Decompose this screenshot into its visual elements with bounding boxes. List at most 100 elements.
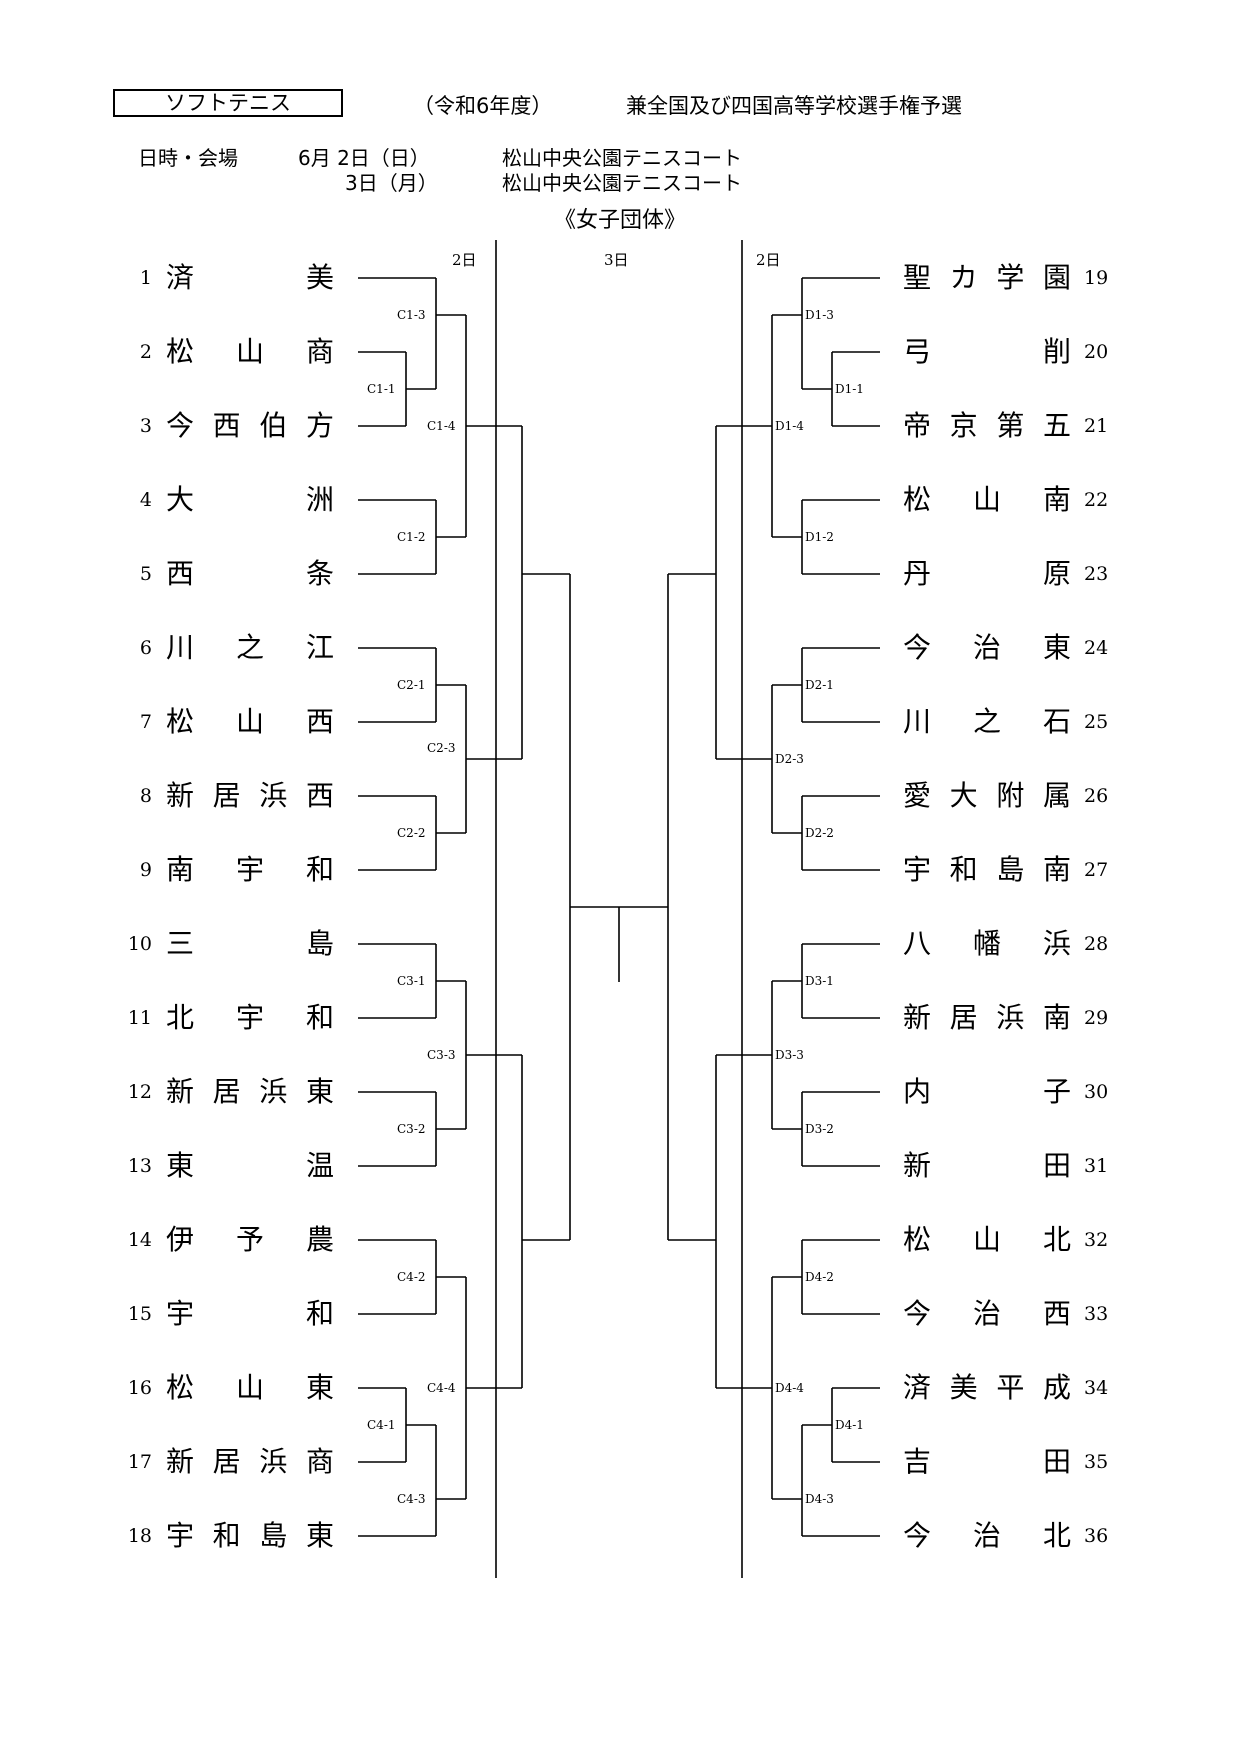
team-name-char: 園 xyxy=(1042,261,1071,294)
team-name-char: 北 xyxy=(1042,1519,1071,1552)
team-name-char: 居 xyxy=(212,1445,241,1478)
match-label: D1-2 xyxy=(804,530,835,544)
team-name-char: 新 xyxy=(166,1075,195,1108)
team-name: 宇和 xyxy=(166,1294,334,1334)
team-name-char: 南 xyxy=(1042,853,1071,886)
team-name-char: 東 xyxy=(305,1075,334,1108)
seed-number: 23 xyxy=(1084,563,1109,585)
team-name-char: 治 xyxy=(972,1519,1001,1552)
team-name: 新居浜商 xyxy=(166,1442,334,1482)
team-name-char: 子 xyxy=(1042,1075,1071,1108)
team-name-char: 成 xyxy=(1042,1371,1071,1404)
seed-number: 11 xyxy=(127,1007,152,1029)
team-name-char: 商 xyxy=(305,1445,334,1478)
seed-number: 32 xyxy=(1084,1229,1109,1251)
team-name-char: 和 xyxy=(949,853,978,886)
team-name-char: 石 xyxy=(1042,705,1071,738)
seed-number: 35 xyxy=(1084,1451,1109,1473)
team-name-char: 聖 xyxy=(903,261,932,294)
match-label: D4-3 xyxy=(804,1492,835,1506)
team-name: 新居浜南 xyxy=(903,998,1071,1038)
team-name: 宇和島南 xyxy=(903,850,1071,890)
seed-number: 14 xyxy=(127,1229,152,1251)
seed-number: 21 xyxy=(1084,415,1109,437)
team-name-char: 島 xyxy=(305,927,334,960)
match-label: C3-2 xyxy=(396,1122,427,1136)
match-label: C1-1 xyxy=(366,382,397,396)
team-name-char: 山 xyxy=(972,1223,1001,1256)
team-name-char: 宇 xyxy=(166,1519,195,1552)
team-name: 新田 xyxy=(903,1146,1071,1186)
day1-date: 6月 2日（日） xyxy=(298,146,430,170)
seed-number: 16 xyxy=(127,1377,152,1399)
match-label: D2-1 xyxy=(804,678,835,692)
seed-number: 3 xyxy=(139,415,152,437)
team-name-char: 伊 xyxy=(166,1223,195,1256)
team-name-char: 松 xyxy=(166,705,195,738)
team-name-char: 附 xyxy=(996,779,1025,812)
team-name-char: 条 xyxy=(305,557,334,590)
team-entry: 32 松 山 北 xyxy=(0,1220,1240,1260)
match-label: D4-1 xyxy=(834,1418,865,1432)
team-name: 内子 xyxy=(903,1072,1071,1112)
team-name: 松山西 xyxy=(166,702,334,742)
team-name: 松山北 xyxy=(903,1220,1071,1260)
team-name-char: 今 xyxy=(903,631,932,664)
team-name-char: 浜 xyxy=(259,1445,288,1478)
team-name-char: 愛 xyxy=(903,779,932,812)
team-name-char: 西 xyxy=(212,409,241,442)
team-name-char: 美 xyxy=(949,1371,978,1404)
team-name-char: 八 xyxy=(903,927,932,960)
team-name-char: 原 xyxy=(1042,557,1071,590)
team-entry: 23 丹原 xyxy=(0,554,1240,594)
match-label: C1-4 xyxy=(426,419,457,433)
seed-number: 6 xyxy=(139,637,152,659)
seed-number: 1 xyxy=(139,267,152,289)
team-name-char: 宇 xyxy=(235,853,264,886)
team-name-char: 西 xyxy=(305,779,334,812)
team-name: 宇和島東 xyxy=(166,1516,334,1556)
seed-number: 34 xyxy=(1084,1377,1109,1399)
team-name-char: 三 xyxy=(166,927,195,960)
match-label: C1-2 xyxy=(396,530,427,544)
seed-number: 18 xyxy=(127,1525,152,1547)
team-name-char: 美 xyxy=(305,261,334,294)
team-entry: 3 今西伯方 xyxy=(0,406,1240,446)
team-name-char: 伯 xyxy=(259,409,288,442)
team-name-char: 北 xyxy=(1042,1223,1071,1256)
team-name-char: 川 xyxy=(903,705,932,738)
team-name-char: 治 xyxy=(972,1297,1001,1330)
team-name-char: 宇 xyxy=(903,853,932,886)
right-day-label: 2日 xyxy=(756,251,781,269)
team-name-char: 松 xyxy=(903,1223,932,1256)
seed-number: 9 xyxy=(139,859,152,881)
team-name-char: 和 xyxy=(305,853,334,886)
team-name-char: 削 xyxy=(1042,335,1071,368)
team-name-char: 山 xyxy=(972,483,1001,516)
team-name-char: 新 xyxy=(166,1445,195,1478)
team-name-char: 北 xyxy=(166,1001,195,1034)
team-name-char: 居 xyxy=(949,1001,978,1034)
team-name-char: 島 xyxy=(259,1519,288,1552)
team-name: 東温 xyxy=(166,1146,334,1186)
seed-number: 30 xyxy=(1084,1081,1109,1103)
team-name-char: 京 xyxy=(949,409,978,442)
team-name: 丹原 xyxy=(903,554,1071,594)
team-name-char: 幡 xyxy=(972,927,1001,960)
team-name-char: 山 xyxy=(235,1371,264,1404)
match-label: D2-2 xyxy=(804,826,835,840)
team-name: 今西伯方 xyxy=(166,406,334,446)
